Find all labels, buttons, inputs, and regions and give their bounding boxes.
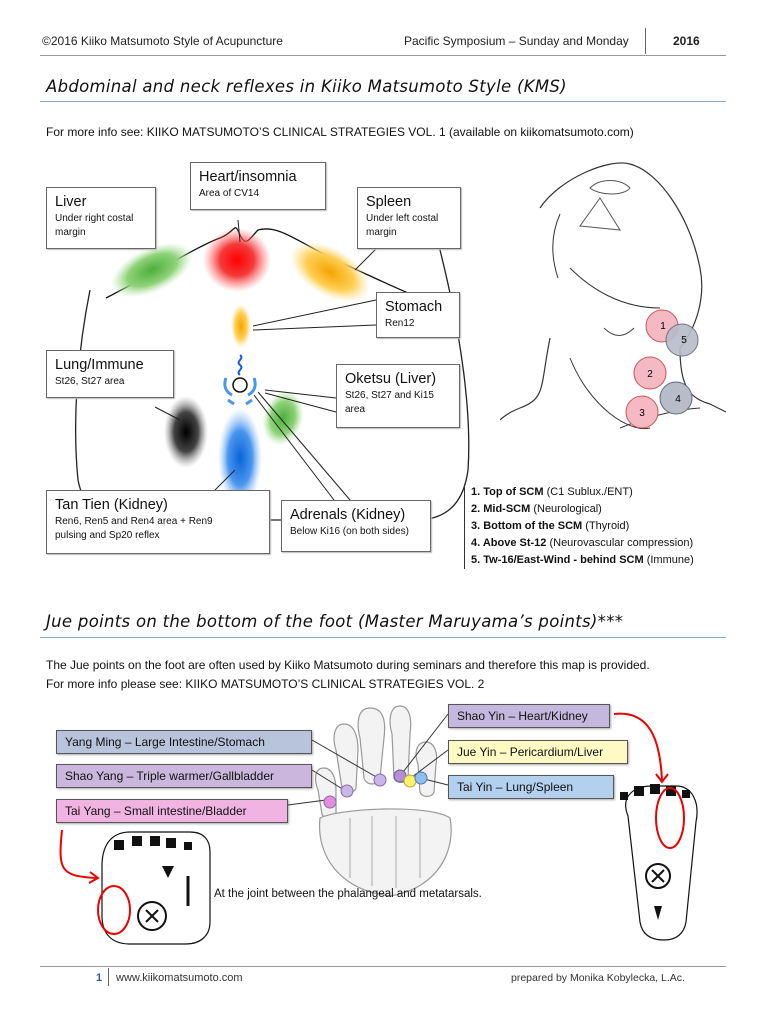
section2-p2: For more info please see: KIIKO MATSUMOT… (46, 677, 485, 691)
oketsu-box: Oketsu (Liver) St26, St27 and Ki15 area (336, 364, 460, 428)
lung-box: Lung/Immune St26, St27 area (46, 350, 174, 398)
section1-info: For more info see: KIIKO MATSUMOTO’S CLI… (46, 125, 634, 139)
joint-caption: At the joint between the phalangeal and … (214, 888, 482, 900)
neck-point-5 (665, 323, 699, 357)
neck-list: 1. Top of SCM (C1 Sublux./ENT) 2. Mid-SC… (464, 484, 694, 569)
section2-title: Jue points on the bottom of the foot (Ma… (46, 612, 624, 631)
heart-title: Heart/insomnia (199, 169, 297, 185)
oketsu-sub1: St26, St27 and Ki15 (345, 390, 434, 401)
red-arrow-right (613, 712, 663, 781)
jue-dot-yangming (373, 773, 387, 787)
jue-jueyin-label: Jue Yin – Pericardium/Liver (448, 740, 628, 764)
oketsu-zone (262, 390, 304, 446)
footer-divider (108, 968, 109, 986)
liver-box: Liver Under right costal margin (46, 187, 156, 249)
neck-point-4 (659, 381, 693, 415)
neck-point-3 (625, 395, 659, 429)
neck-diagram: 1 2 3 4 5 (500, 162, 726, 430)
header-divider (645, 28, 646, 54)
heart-box: Heart/insomnia Area of CV14 (190, 162, 326, 210)
left-sole-red-circle (97, 885, 131, 935)
liver-sub2: margin (55, 227, 86, 238)
header-rule (40, 55, 726, 56)
footer-prepared: prepared by Monika Kobylecka, L.Ac. (511, 972, 685, 984)
section1-title: Abdominal and neck reflexes in Kiiko Mat… (46, 77, 567, 96)
jue-dot-jueyin (403, 774, 417, 788)
spleen-box: Spleen Under left costal margin (357, 187, 461, 249)
neck-point-4-label: 4 (675, 394, 681, 405)
jue-taiyin-label: Tai Yin – Lung/Spleen (448, 775, 614, 799)
stomach-sub: Ren12 (385, 318, 415, 329)
header-center: Pacific Symposium – Sunday and Monday (404, 34, 629, 48)
head-outline (539, 162, 703, 349)
jue-yangming-label: Yang Ming – Large Intestine/Stomach (56, 730, 312, 754)
lung-zone (164, 396, 208, 468)
jue-dot-taiyang (323, 795, 337, 809)
jue-taiyang-label: Tai Yang – Small intestine/Bladder (56, 799, 288, 823)
neck-list-item-4: 4. Above St-12 (Neurovascular compressio… (471, 537, 694, 549)
neck-point-1-label: 1 (660, 321, 666, 332)
tantien-sub1: Ren6, Ren5 and Ren4 area + Ren9 (55, 516, 213, 527)
neck-list-item-3: 3. Bottom of the SCM (Thyroid) (471, 520, 630, 532)
spleen-zone (290, 241, 370, 303)
tantien-title: Tan Tien (Kidney) (55, 497, 168, 513)
neck-list-item-1: 1. Top of SCM (C1 Sublux./ENT) (471, 486, 633, 498)
navel (232, 377, 248, 393)
jue-shaoyang-label: Shao Yang – Triple warmer/Gallbladder (56, 764, 312, 788)
neck-point-3-label: 3 (639, 408, 645, 419)
neck-list-item-5: 5. Tw-16/East-Wind - behind SCM (Immune) (471, 554, 694, 566)
neck-list-item-2: 2. Mid-SCM (Neurological) (471, 503, 602, 515)
tantien-box: Tan Tien (Kidney) Ren6, Ren5 and Ren4 ar… (46, 490, 270, 554)
section2-p1: The Jue points on the foot are often use… (46, 658, 650, 672)
heart-sub: Area of CV14 (199, 188, 260, 199)
foot-sole-left (97, 831, 211, 945)
stomach-title: Stomach (385, 299, 443, 315)
footer-site[interactable]: www.kiikomatsumoto.com (116, 972, 243, 984)
neck-point-5-label: 5 (681, 335, 687, 346)
neck-point-2 (633, 356, 667, 390)
tantien-sub2: pulsing and Sp20 reflex (55, 530, 160, 541)
adrenals-sub: Below Ki16 (on both sides) (290, 526, 409, 537)
lung-title: Lung/Immune (55, 357, 144, 373)
tantien-zone (218, 408, 262, 508)
heart-zone (203, 228, 271, 292)
footer-rule (40, 966, 726, 967)
abdomen-diagram (75, 209, 470, 521)
spleen-sub1: Under left costal (366, 213, 439, 224)
section2-rule (40, 637, 726, 638)
foot-sole-right (620, 784, 698, 941)
oketsu-title: Oketsu (Liver) (345, 371, 437, 387)
header-year: 2016 (673, 34, 700, 48)
jue-pointers (59, 712, 669, 884)
adrenals-title: Adrenals (Kidney) (290, 507, 406, 523)
spleen-sub2: margin (366, 227, 397, 238)
lung-sub: St26, St27 area (55, 376, 125, 387)
neck-point-2-label: 2 (647, 369, 653, 380)
liver-zone (111, 242, 193, 298)
navel-swirl (237, 354, 243, 376)
section1-rule (40, 101, 726, 102)
stomach-box: Stomach Ren12 (376, 292, 460, 338)
header-left: ©2016 Kiiko Matsumoto Style of Acupunctu… (42, 34, 283, 48)
jue-dot-taiyin (414, 771, 428, 785)
adrenals-box: Adrenals (Kidney) Below Ki16 (on both si… (281, 500, 431, 552)
spleen-title: Spleen (366, 194, 412, 210)
jue-dot-shaoyang (340, 784, 354, 798)
red-arrow-left (59, 829, 97, 879)
footer-page: 1 (96, 972, 103, 984)
right-sole-red-circle (655, 787, 685, 849)
stomach-zone (231, 304, 251, 348)
jue-shaoyin-label: Shao Yin – Heart/Kidney (448, 704, 610, 728)
liver-sub1: Under right costal (55, 213, 134, 224)
liver-title: Liver (55, 194, 87, 210)
oketsu-sub2: area (345, 404, 366, 415)
